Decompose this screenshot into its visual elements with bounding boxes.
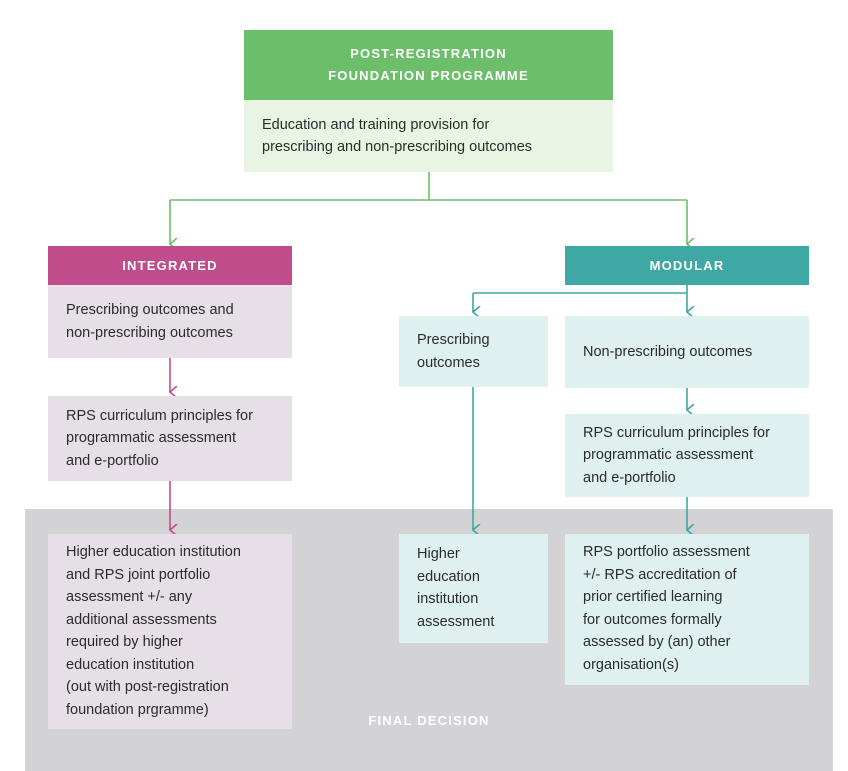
post-registration-body: Education and training provision for pre… xyxy=(244,100,613,172)
integrated-outcomes-box: Prescribing outcomes and non-prescribing… xyxy=(48,285,292,358)
integrated-assessment-box: Higher education institution and RPS joi… xyxy=(48,534,292,729)
modular-prescribing-box: Prescribing outcomes xyxy=(399,316,548,387)
integrated-curriculum-box: RPS curriculum principles for programmat… xyxy=(48,396,292,481)
modular-non-prescribing-box: Non-prescribing outcomes xyxy=(565,316,809,388)
modular-header: MODULAR xyxy=(565,246,809,285)
integrated-header: INTEGRATED xyxy=(48,246,292,285)
modular-hei-assessment-box: Higher education institution assessment xyxy=(399,534,548,643)
final-decision-label: FINAL DECISION xyxy=(368,713,490,728)
modular-rps-portfolio-box: RPS portfolio assessment +/- RPS accredi… xyxy=(565,534,809,685)
top-split-connector xyxy=(170,172,687,244)
post-registration-header: POST-REGISTRATION FOUNDATION PROGRAMME xyxy=(244,30,613,100)
modular-connectors xyxy=(473,285,687,530)
modular-curriculum-box: RPS curriculum principles for programmat… xyxy=(565,414,809,497)
